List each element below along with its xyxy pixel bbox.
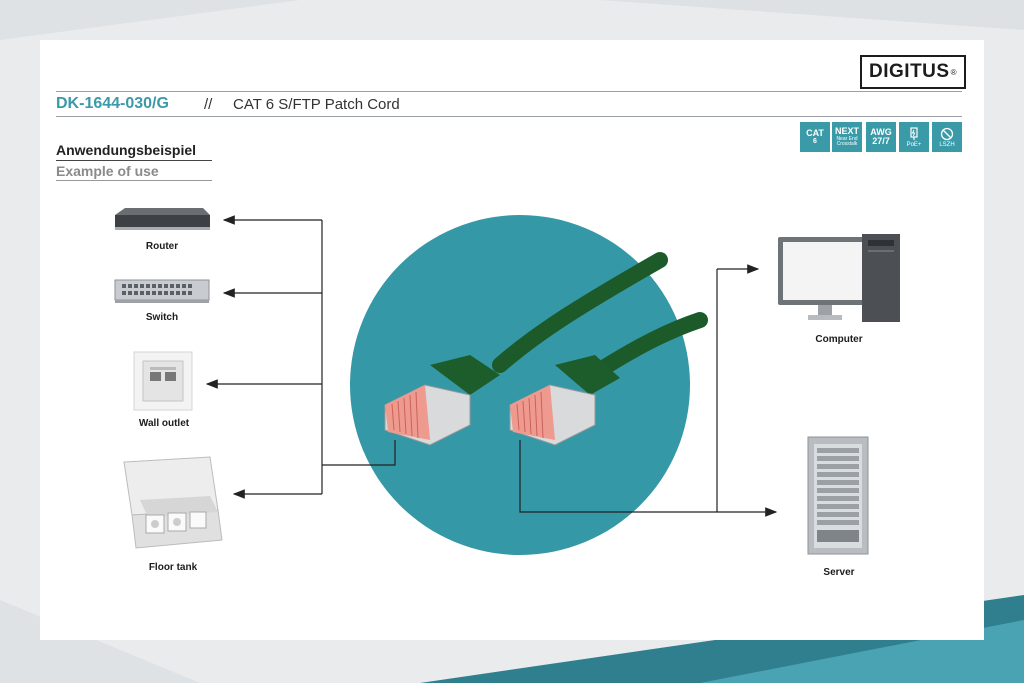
section-title-underline — [56, 160, 212, 161]
lszh-icon — [940, 127, 954, 140]
computer-icon — [778, 234, 900, 322]
left-connection-lines — [205, 215, 396, 499]
badge-main: NEXT — [834, 126, 859, 136]
header-divider — [56, 116, 962, 117]
section-title: Anwendungsbeispiel — [56, 142, 197, 158]
header-divider-top — [56, 91, 962, 92]
badge-sub: 27/7 — [872, 136, 890, 146]
wall-outlet-label: Wall outlet — [138, 418, 190, 429]
computer-label: Computer — [815, 334, 863, 345]
rj45-connector-left — [384, 384, 471, 446]
floor-tank-icon — [123, 456, 223, 549]
badge-sub: PoE+ — [906, 141, 922, 148]
patch-cable — [384, 252, 708, 446]
badge-sub: 6 — [813, 138, 817, 145]
product-code: DK-1644-030/G — [56, 95, 169, 112]
right-connection-lines — [519, 264, 778, 517]
router-icon — [115, 208, 210, 230]
badge-main: CAT — [806, 128, 824, 138]
brand-logo: DIGITUS® — [860, 55, 966, 89]
wall-outlet-icon — [133, 351, 193, 411]
section-subtitle: Example of use — [56, 163, 159, 179]
badge-main: AWG — [870, 127, 892, 137]
awg-badge: AWG 27/7 — [866, 122, 896, 152]
poe-badge: PoE+ — [899, 122, 929, 152]
badge-sub: Near End Crosstalk — [836, 136, 858, 147]
header-separator: // — [204, 96, 213, 113]
router-label: Router — [145, 241, 179, 252]
cat6-badge: CAT 6 — [800, 122, 830, 152]
product-name: CAT 6 S/FTP Patch Cord — [233, 96, 400, 113]
brand-registered-mark: ® — [950, 67, 957, 77]
server-label: Server — [823, 567, 855, 578]
lszh-badge: LSZH — [932, 122, 962, 152]
server-icon — [807, 436, 869, 555]
switch-icon — [114, 279, 210, 303]
section-subtitle-underline — [56, 180, 212, 181]
next-badge: NEXT Near End Crosstalk — [832, 122, 862, 152]
poe-icon — [910, 126, 918, 140]
brand-name: DIGITUS — [869, 61, 950, 82]
badge-sub: LSZH — [939, 141, 955, 148]
switch-label: Switch — [145, 312, 179, 323]
floor-tank-label: Floor tank — [148, 562, 198, 573]
rj45-connector-right — [509, 384, 596, 446]
